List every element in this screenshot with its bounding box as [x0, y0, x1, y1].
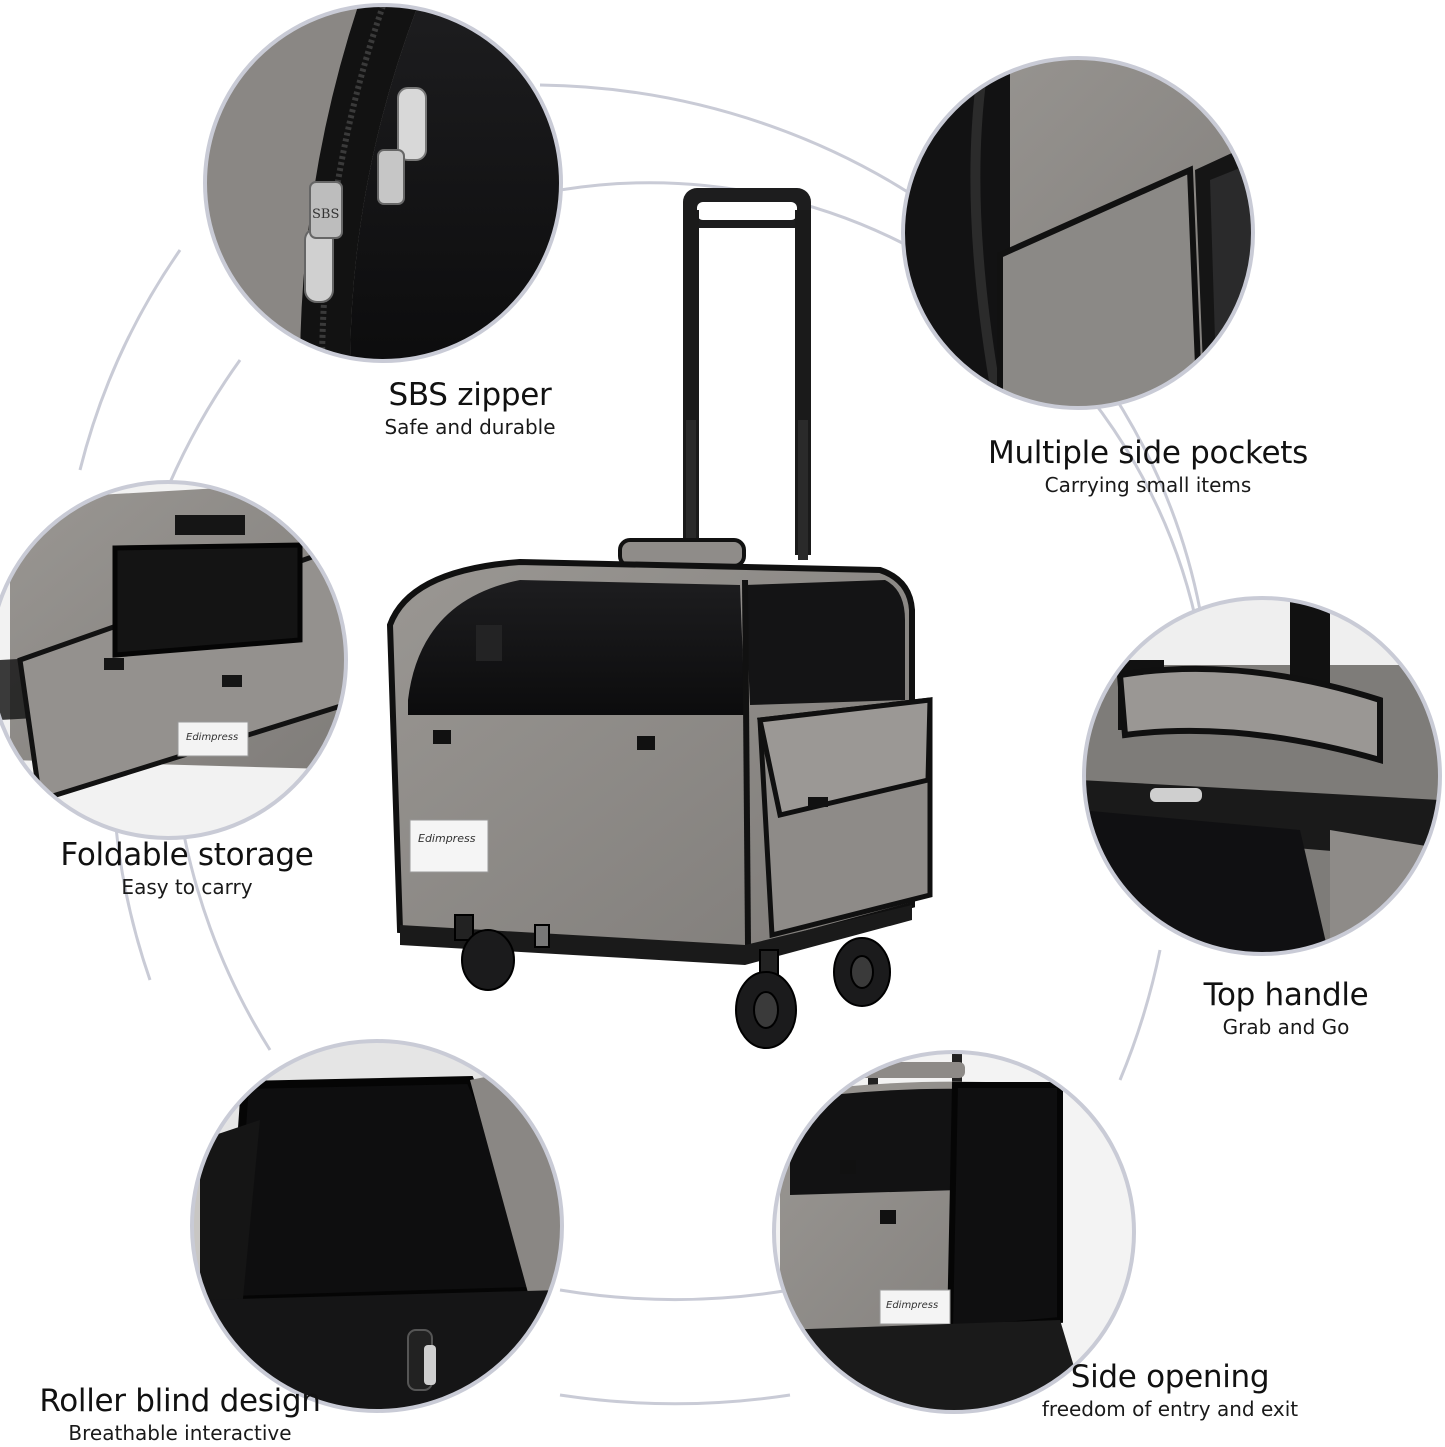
foldable-storage-closeup: Edimpress: [0, 482, 346, 838]
carrier-brand-label: Edimpress: [418, 832, 476, 845]
roller-blind-closeup: [192, 1041, 562, 1411]
feature-subtitle: Breathable interactive: [68, 1421, 292, 1445]
zipper-closeup: SBS: [205, 5, 561, 361]
side-opening-brand-label: Edimpress: [886, 1300, 938, 1311]
feature-foldable-storage: Foldable storage Easy to carry: [60, 836, 313, 900]
feature-side-opening: Side opening freedom of entry and exit: [1042, 1358, 1298, 1422]
rolling-pet-carrier: Edimpress: [386, 188, 933, 1049]
feature-title: SBS zipper: [388, 377, 552, 413]
feature-subtitle: Easy to carry: [121, 875, 253, 899]
feature-title: Side opening: [1070, 1359, 1270, 1395]
side-pockets-closeup: [903, 58, 1253, 408]
feature-top-handle: Top handle Grab and Go: [1204, 976, 1369, 1040]
side-opening-closeup: Edimpress: [774, 1052, 1134, 1412]
foldable-brand-label: Edimpress: [186, 732, 238, 743]
feature-sbs-zipper: SBS zipper Safe and durable: [384, 376, 555, 440]
feature-subtitle: freedom of entry and exit: [1041, 1397, 1299, 1421]
feature-roller-blind: Roller blind design Breathable interacti…: [39, 1382, 321, 1446]
feature-title: Multiple side pockets: [988, 435, 1308, 471]
feature-subtitle: Safe and durable: [384, 415, 556, 439]
feature-subtitle: Grab and Go: [1222, 1015, 1350, 1039]
wheels: [454, 914, 891, 1049]
feature-side-pockets: Multiple side pockets Carrying small ite…: [988, 434, 1308, 498]
feature-title: Foldable storage: [60, 837, 314, 873]
feature-subtitle: Carrying small items: [1044, 473, 1252, 497]
feature-title: Top handle: [1203, 977, 1369, 1013]
zipper-mark: SBS: [312, 207, 339, 222]
feature-title: Roller blind design: [39, 1383, 321, 1419]
